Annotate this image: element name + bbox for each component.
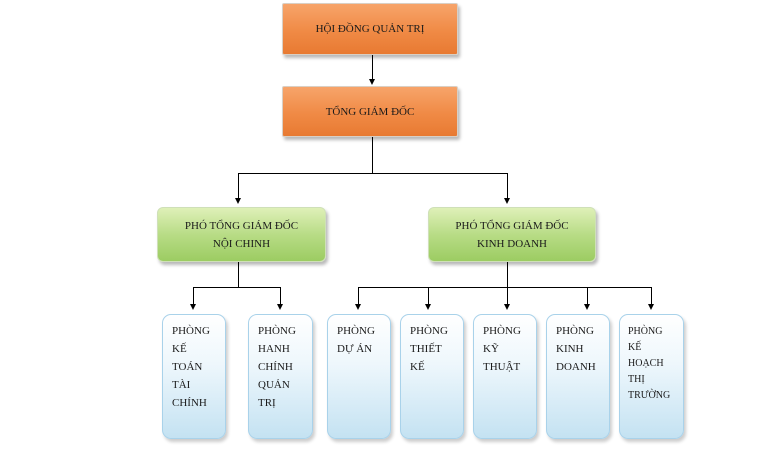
arrowhead-dept-4 bbox=[425, 304, 431, 310]
ceo-box: TỔNG GIÁM ĐỐC bbox=[282, 86, 458, 137]
dept-engineering: PHÒNG KỸ THUẬT bbox=[473, 314, 537, 439]
connector-dept-5 bbox=[507, 287, 508, 305]
arrowhead-deputy-business bbox=[504, 198, 510, 204]
connector-deputy-internal bbox=[238, 173, 239, 199]
arrowhead-dept-7 bbox=[648, 304, 654, 310]
connector-business-down bbox=[507, 262, 508, 288]
dept-accounting-finance: PHÒNG KẾ TOÁN TÀI CHÍNH bbox=[162, 314, 226, 439]
connector-dept-4 bbox=[428, 287, 429, 305]
dept-market-planning: PHÒNG KẾ HOẠCH THỊ TRƯỜNG bbox=[619, 314, 684, 439]
arrowhead-dept-3 bbox=[355, 304, 361, 310]
dept-business: PHÒNG KINH DOANH bbox=[546, 314, 610, 439]
deputy-internal-box: PHÓ TỔNG GIÁM ĐỐC NỘI CHINH bbox=[157, 207, 326, 262]
connector-business-bar bbox=[358, 287, 652, 288]
arrowhead-dept-6 bbox=[584, 304, 590, 310]
arrowhead-dept-1 bbox=[190, 304, 196, 310]
deputy-business-box: PHÓ TỔNG GIÁM ĐỐC KINH DOANH bbox=[428, 207, 596, 262]
arrowhead-dept-5 bbox=[504, 304, 510, 310]
connector-deputy-business bbox=[507, 173, 508, 199]
connector-dept-3 bbox=[358, 287, 359, 305]
connector-board-ceo bbox=[372, 54, 373, 80]
dept-design: PHÒNG THIẾT KẾ bbox=[400, 314, 464, 439]
connector-deputies-bar bbox=[238, 173, 507, 174]
board-box: HỘI ĐỒNG QUẢN TRỊ bbox=[282, 3, 458, 55]
connector-dept-1 bbox=[193, 287, 194, 305]
connector-dept-2 bbox=[280, 287, 281, 305]
connector-dept-7 bbox=[651, 287, 652, 305]
dept-projects: PHÒNG DỰ ÁN bbox=[327, 314, 391, 439]
connector-internal-bar bbox=[193, 287, 281, 288]
connector-dept-6 bbox=[587, 287, 588, 305]
connector-ceo-down bbox=[372, 137, 373, 174]
connector-internal-down bbox=[238, 262, 239, 288]
arrowhead-deputy-internal bbox=[235, 198, 241, 204]
arrowhead-dept-2 bbox=[277, 304, 283, 310]
arrowhead-ceo bbox=[369, 79, 375, 85]
dept-admin-management: PHÒNG HANH CHÍNH QUẢN TRỊ bbox=[248, 314, 313, 439]
